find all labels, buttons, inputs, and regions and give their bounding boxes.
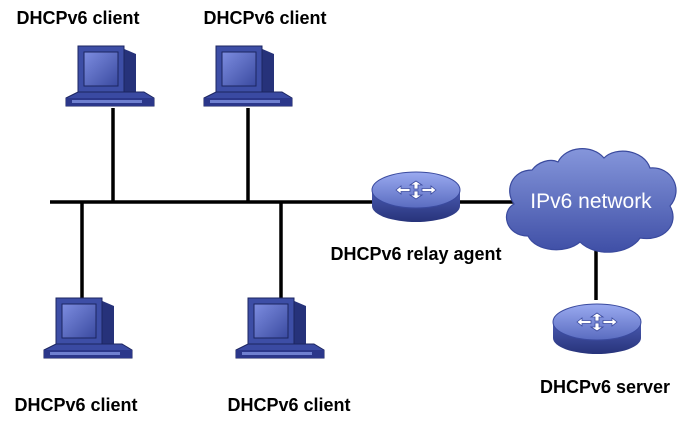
router-icon [371,171,461,223]
client-bottom-left: DHCPv6 client [14,297,138,415]
computer-icon [43,297,133,359]
dhcpv6-server: DHCPv6 server [540,303,670,397]
router-icon [552,303,642,355]
client-top-right-label: DHCPv6 client [203,8,326,28]
cloud-icon [505,148,677,253]
server-label: DHCPv6 server [540,377,670,397]
client-top-left: DHCPv6 client [16,8,155,107]
relay-agent-label: DHCPv6 relay agent [330,244,501,264]
computer-icon [235,297,325,359]
ipv6-network-label: IPv6 network [530,190,652,213]
client-top-left-label: DHCPv6 client [16,8,139,28]
client-bottom-right-label: DHCPv6 client [227,395,350,415]
links [50,108,598,300]
relay-agent: DHCPv6 relay agent [330,171,502,264]
computer-icon [203,45,293,107]
ipv6-network: IPv6 network [505,148,677,253]
client-bottom-right: DHCPv6 client [227,297,351,415]
client-top-right: DHCPv6 client [203,8,327,107]
computer-icon [65,45,155,107]
client-bottom-left-label: DHCPv6 client [14,395,137,415]
